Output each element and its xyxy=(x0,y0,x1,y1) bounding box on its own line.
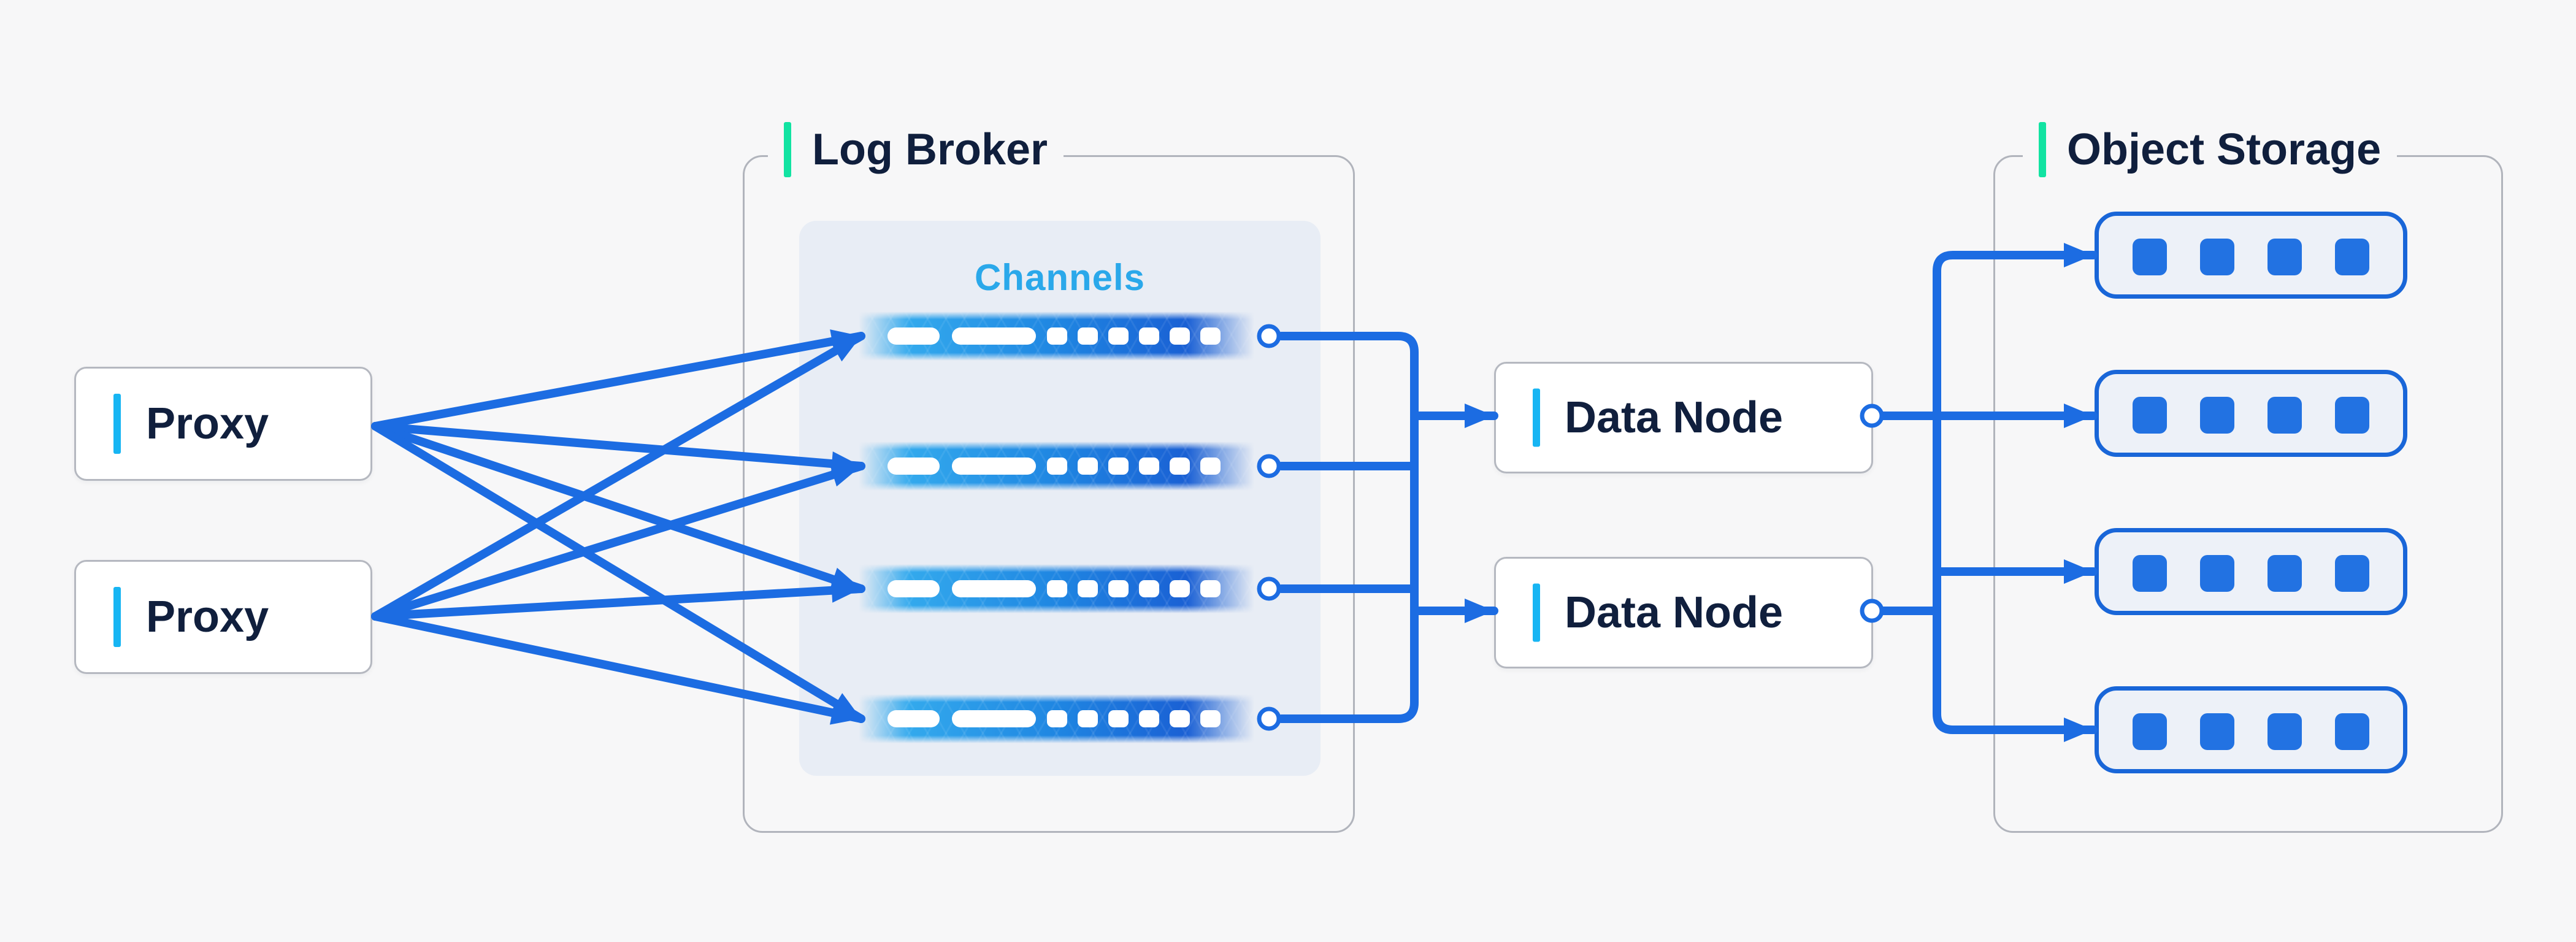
data-node: Data Node xyxy=(1494,362,1873,473)
storage-cell xyxy=(2200,397,2234,434)
log-broker-title: Log Broker xyxy=(768,122,1064,177)
log-segment xyxy=(1200,710,1221,727)
storage-cell xyxy=(2267,239,2302,275)
channels-caption: Channels xyxy=(974,257,1146,298)
storage-block xyxy=(2095,370,2407,457)
log-segment xyxy=(1047,458,1067,475)
storage-cell xyxy=(2200,555,2234,592)
log-segment xyxy=(887,458,940,475)
channel-bar xyxy=(859,694,1254,743)
log-segment xyxy=(1170,327,1190,345)
storage-cell xyxy=(2335,239,2369,275)
channel-bar xyxy=(859,442,1254,491)
storage-block xyxy=(2095,528,2407,615)
storage-cell xyxy=(2133,397,2167,434)
cyan-accent-bar-icon xyxy=(1533,388,1540,447)
data-node-label: Data Node xyxy=(1565,588,1784,637)
log-segment xyxy=(1139,710,1159,727)
log-segment xyxy=(1047,580,1067,597)
log-segment xyxy=(952,580,1036,597)
log-segment xyxy=(1047,710,1067,727)
data-node: Data Node xyxy=(1494,557,1873,668)
log-segment xyxy=(1139,327,1159,345)
log-segment xyxy=(887,580,940,597)
log-segment xyxy=(1170,458,1190,475)
log-segment xyxy=(1139,580,1159,597)
cyan-accent-bar-icon xyxy=(113,587,121,647)
data-node-label: Data Node xyxy=(1565,393,1784,442)
green-accent-bar-icon xyxy=(2039,122,2046,177)
storage-cell xyxy=(2267,397,2302,434)
log-segment xyxy=(1078,327,1098,345)
log-segment xyxy=(952,710,1036,727)
log-segment xyxy=(952,458,1036,475)
channels-panel: Channels xyxy=(799,221,1321,776)
storage-cell xyxy=(2200,239,2234,275)
log-segment xyxy=(1108,580,1129,597)
log-segment xyxy=(1170,580,1190,597)
object-storage-title-text: Object Storage xyxy=(2067,125,2382,174)
storage-cell xyxy=(2133,239,2167,275)
channel-bar xyxy=(859,312,1254,361)
log-segment xyxy=(1200,327,1221,345)
log-segment xyxy=(1078,458,1098,475)
storage-cell xyxy=(2133,555,2167,592)
cyan-accent-bar-icon xyxy=(1533,583,1540,642)
storage-cell xyxy=(2267,555,2302,592)
log-broker-title-text: Log Broker xyxy=(812,125,1048,174)
log-segment xyxy=(952,327,1036,345)
log-segment xyxy=(1108,458,1129,475)
storage-cell xyxy=(2335,397,2369,434)
log-segment xyxy=(887,710,940,727)
storage-cell xyxy=(2335,555,2369,592)
object-storage-title: Object Storage xyxy=(2023,122,2398,177)
log-segment xyxy=(1078,580,1098,597)
log-segment xyxy=(1200,580,1221,597)
log-segment xyxy=(1108,327,1129,345)
proxy-node: Proxy xyxy=(74,367,372,481)
green-accent-bar-icon xyxy=(784,122,791,177)
log-segment xyxy=(887,327,940,345)
log-segment xyxy=(1170,710,1190,727)
log-segment xyxy=(1047,327,1067,345)
storage-block xyxy=(2095,212,2407,299)
log-segment xyxy=(1139,458,1159,475)
log-segment xyxy=(1200,458,1221,475)
storage-cell xyxy=(2200,713,2234,750)
proxy-node: Proxy xyxy=(74,560,372,674)
storage-cell xyxy=(2335,713,2369,750)
proxy-label: Proxy xyxy=(146,399,269,448)
log-segment xyxy=(1108,710,1129,727)
storage-block xyxy=(2095,686,2407,773)
storage-cell xyxy=(2267,713,2302,750)
channel-bar xyxy=(859,564,1254,613)
cyan-accent-bar-icon xyxy=(113,394,121,454)
storage-cell xyxy=(2133,713,2167,750)
proxy-label: Proxy xyxy=(146,592,269,641)
log-segment xyxy=(1078,710,1098,727)
